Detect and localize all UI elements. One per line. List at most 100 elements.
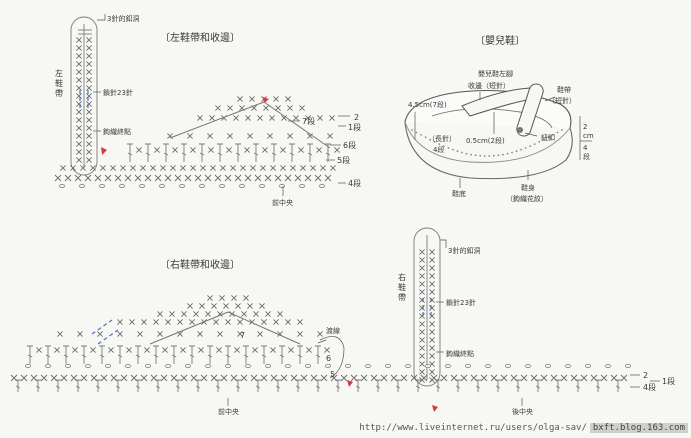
stitch-tall — [199, 143, 205, 162]
left-row-6: 6段 — [343, 140, 356, 150]
stitch-x — [86, 45, 92, 51]
stitch-x — [294, 174, 302, 182]
stitch-chain — [165, 363, 171, 368]
left-end-marker — [101, 147, 107, 155]
stitch-x — [226, 147, 232, 153]
left-base-stitches — [54, 165, 336, 188]
pattern-dot — [506, 152, 509, 155]
stitch-chain — [185, 363, 191, 368]
pattern-dot — [483, 155, 486, 157]
stitch-chain — [325, 363, 331, 368]
stitch-x — [317, 331, 323, 337]
stitch-x — [76, 53, 82, 59]
stitch-x — [320, 165, 326, 171]
stitch-x — [86, 61, 92, 67]
stitch-x — [264, 174, 272, 182]
stitch-x — [141, 319, 147, 325]
stitch-x — [86, 77, 92, 83]
stitch-x — [90, 165, 96, 171]
left-endpoint-label: 鉤織終點 — [103, 127, 131, 136]
stitch-tall — [555, 379, 561, 392]
stitch-tall — [307, 143, 313, 162]
stitch-x — [429, 265, 435, 271]
pattern-dot — [515, 150, 518, 153]
shoe-pattern-dots — [411, 129, 563, 157]
stitch-chain — [99, 183, 105, 188]
stitch-x — [250, 165, 256, 171]
stitch-x — [157, 311, 163, 317]
right-endpoint-label: 鉤織終點 — [446, 349, 474, 358]
left-buttonhole-leader — [97, 14, 106, 21]
left-row-5: 5段 — [337, 155, 350, 165]
stitch-x — [429, 329, 435, 335]
stitch-x — [117, 331, 123, 337]
stitch-x — [460, 374, 468, 382]
shoe-button — [517, 127, 523, 133]
stitch-x — [136, 147, 142, 153]
stitch-x — [36, 347, 42, 353]
stitch-x — [285, 96, 291, 102]
stitch-x — [76, 141, 82, 147]
stitch-x — [76, 109, 82, 115]
stitch-x — [265, 311, 271, 317]
stitch-chain — [85, 363, 91, 368]
stitch-tall — [289, 143, 295, 162]
stitch-x — [419, 329, 425, 335]
stitch-x — [120, 374, 128, 382]
right-row-5: 5 — [330, 370, 335, 379]
stitch-x — [174, 174, 182, 182]
stitch-x — [314, 174, 322, 182]
stitch-x — [419, 305, 425, 311]
stitch-x — [140, 374, 148, 382]
stitch-chain — [225, 363, 231, 368]
stitch-x — [86, 109, 92, 115]
shoe-long-stitch-label: （長針） — [428, 134, 456, 143]
pattern-dot — [447, 147, 450, 149]
stitch-chain — [405, 363, 411, 368]
stitch-x — [80, 374, 88, 382]
stitch-x — [220, 374, 228, 382]
stitch-tall — [253, 143, 259, 162]
stitch-x — [419, 337, 425, 343]
right-base-stitches — [10, 363, 631, 392]
stitch-chain — [625, 363, 631, 368]
stitch-x — [164, 174, 172, 182]
footer-url: http://www.liveinternet.ru/users/olga-sa… — [359, 423, 587, 433]
stitch-tall — [475, 379, 481, 392]
right-chain-label: 鎖針23針 — [446, 298, 476, 307]
stitch-chain — [385, 363, 391, 368]
stitch-x — [86, 133, 92, 139]
stitch-chain — [485, 363, 491, 368]
stitch-x — [100, 165, 106, 171]
pattern-dot — [497, 154, 500, 157]
stitch-x — [419, 353, 425, 359]
stitch-chain — [205, 363, 211, 368]
right-end-marker — [432, 405, 438, 412]
stitch-x — [288, 347, 294, 353]
stitch-x — [76, 77, 82, 83]
stitch-tall — [195, 379, 201, 392]
stitch-tall — [127, 143, 133, 162]
left-strap-title: 〔左鞋帶和收邊〕 — [160, 31, 240, 44]
stitch-chain — [505, 363, 511, 368]
stitch-x — [329, 115, 335, 121]
stitch-chain — [565, 363, 571, 368]
pattern-dot — [415, 131, 418, 134]
stitch-x — [419, 281, 425, 287]
stitch-x — [60, 374, 68, 382]
stitch-x — [210, 165, 216, 171]
stitch-x — [60, 165, 66, 171]
stitch-x — [84, 174, 92, 182]
pattern-dot — [465, 152, 468, 155]
stitch-x — [380, 374, 388, 382]
stitch-x — [284, 174, 292, 182]
stitch-tall — [45, 345, 51, 364]
stitch-x — [429, 289, 435, 295]
stitch-x — [76, 45, 82, 51]
stitch-tall — [279, 345, 285, 364]
left-row-1: 1段 — [348, 122, 361, 132]
stitch-x — [330, 165, 336, 171]
stitch-x — [252, 347, 258, 353]
stitch-tall — [63, 345, 69, 364]
stitch-chain — [65, 363, 71, 368]
